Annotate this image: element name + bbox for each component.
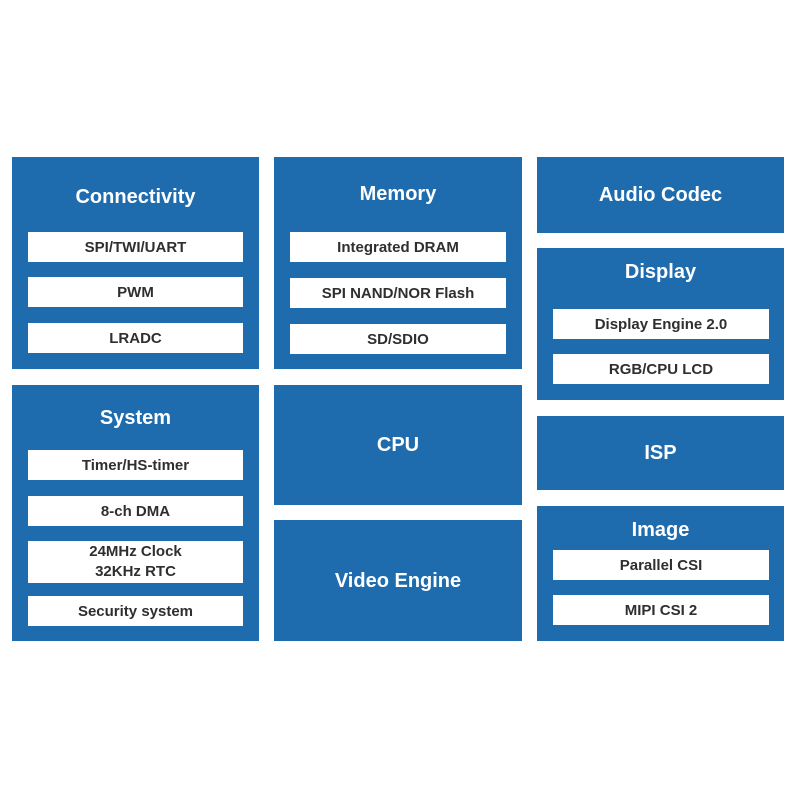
cpu-block: CPU [274, 385, 522, 505]
system-item-security-system: Security system [28, 596, 243, 626]
system-block: System Timer/HS-timer 8-ch DMA 24MHz Clo… [12, 385, 259, 641]
system-item-clock-rtc: 24MHz Clock 32KHz RTC [28, 541, 243, 583]
connectivity-title: Connectivity [75, 186, 196, 208]
connectivity-item-lradc: LRADC [28, 323, 243, 353]
system-item-8ch-dma: 8-ch DMA [28, 496, 243, 526]
video-engine-block: Video Engine [274, 520, 522, 641]
memory-title: Memory [359, 183, 437, 205]
isp-block: ISP [537, 416, 784, 490]
connectivity-item-pwm: PWM [28, 277, 243, 307]
system-item-24mhz-clock: 24MHz Clock [89, 543, 182, 560]
system-item-32khz-rtc: 32KHz RTC [95, 563, 176, 580]
memory-item-integrated-dram: Integrated DRAM [290, 232, 506, 262]
image-item-mipi-csi-2: MIPI CSI 2 [553, 595, 769, 625]
system-title: System [99, 407, 172, 429]
memory-block: Memory Integrated DRAM SPI NAND/NOR Flas… [274, 157, 522, 369]
display-item-display-engine: Display Engine 2.0 [553, 309, 769, 339]
display-title: Display [624, 261, 697, 283]
connectivity-block: Connectivity SPI/TWI/UART PWM LRADC [12, 157, 259, 369]
audio-codec-title: Audio Codec [598, 184, 723, 206]
isp-title: ISP [644, 442, 677, 464]
audio-codec-block: Audio Codec [537, 157, 784, 233]
display-block: Display Display Engine 2.0 RGB/CPU LCD [537, 248, 784, 400]
display-item-rgb-cpu-lcd: RGB/CPU LCD [553, 354, 769, 384]
memory-item-spi-nand-nor-flash: SPI NAND/NOR Flash [290, 278, 506, 308]
connectivity-item-spi-twi-uart: SPI/TWI/UART [28, 232, 243, 262]
cpu-title: CPU [376, 434, 420, 456]
memory-item-sd-sdio: SD/SDIO [290, 324, 506, 354]
image-block: Image Parallel CSI MIPI CSI 2 [537, 506, 784, 641]
video-engine-title: Video Engine [334, 569, 462, 592]
image-item-parallel-csi: Parallel CSI [553, 550, 769, 580]
image-title: Image [631, 519, 690, 541]
system-item-timer-hs-timer: Timer/HS-timer [28, 450, 243, 480]
